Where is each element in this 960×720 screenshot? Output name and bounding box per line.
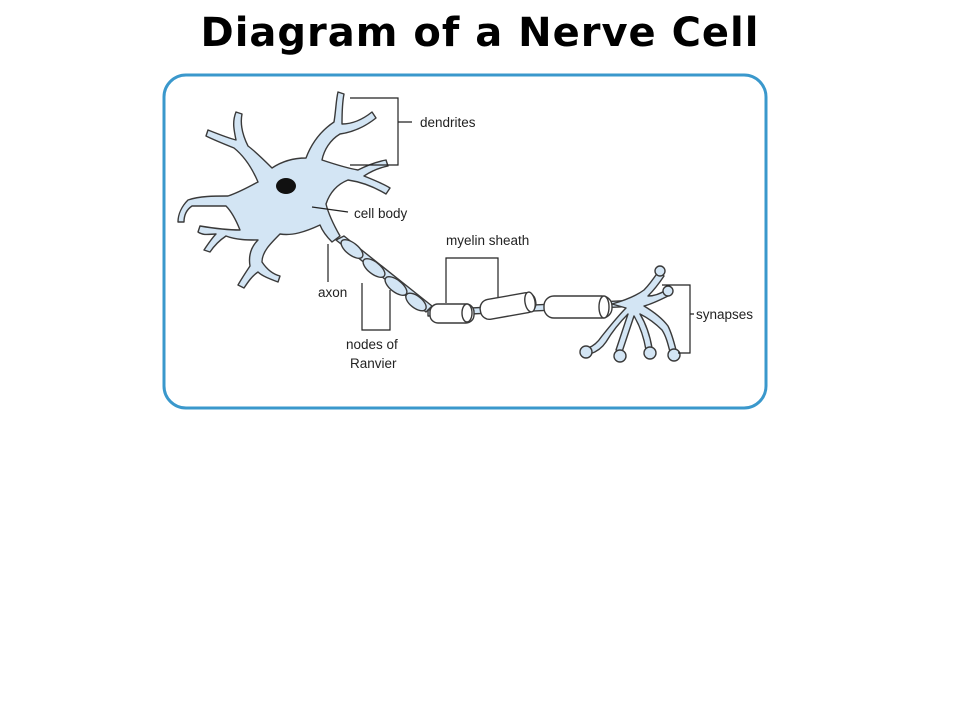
label-nodes-line2: Ranvier xyxy=(350,356,397,371)
label-dendrites: dendrites xyxy=(420,115,476,130)
label-axon: axon xyxy=(318,285,347,300)
label-synapses: synapses xyxy=(696,307,753,322)
nucleus xyxy=(276,178,296,194)
label-nodes-line1: nodes of xyxy=(346,337,398,352)
label-cell-body: cell body xyxy=(354,206,408,221)
label-myelin-sheath: myelin sheath xyxy=(446,233,529,248)
